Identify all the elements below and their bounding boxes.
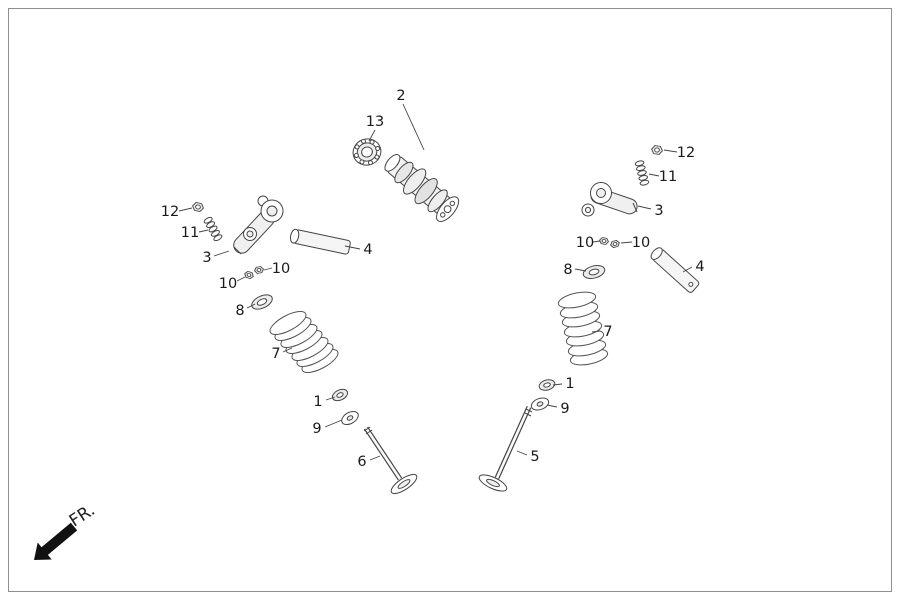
callout-leader-line [282, 347, 293, 353]
valve-cotter-right-drawing [530, 397, 550, 411]
part-label-12: 12 [161, 204, 179, 220]
callout-leader-line [637, 205, 652, 210]
callout-leader-line [591, 330, 601, 333]
callout-leader-line [663, 149, 678, 153]
part-label-9: 9 [560, 401, 569, 417]
adjuster-screw-right-drawing [634, 160, 650, 186]
part-label-3: 3 [202, 250, 211, 266]
rocker-arm-left-drawing [233, 195, 284, 255]
callout-leader-line [552, 383, 563, 386]
callout-leader-line [213, 250, 230, 257]
fr-marker: FR. [34, 500, 99, 560]
callout-leader-line [648, 173, 660, 177]
locknut-right-drawing [650, 145, 664, 155]
callout-leader-line [263, 267, 273, 271]
part-label-10: 10 [272, 261, 290, 277]
callout-leader-line [620, 241, 633, 244]
part-label-8: 8 [235, 303, 244, 319]
valve-spring-right-drawing [557, 291, 609, 366]
valve-spring-left-drawing [269, 311, 339, 373]
spring-seat-left-drawing [251, 294, 273, 310]
callout-leader-line [325, 396, 336, 401]
part-label-1: 1 [565, 376, 574, 392]
pivot-nut-right-b-drawing [610, 239, 620, 249]
part-label-2: 2 [396, 88, 405, 104]
part-label-4: 4 [363, 242, 372, 258]
part-label-5: 5 [530, 449, 539, 465]
intake-valve-drawing [363, 426, 418, 495]
part-label-7: 7 [603, 324, 612, 340]
part-label-12: 12 [677, 145, 695, 161]
callout-leader-line [246, 303, 256, 309]
pivot-nut-right-a-drawing [598, 237, 610, 245]
part-label-7: 7 [271, 346, 280, 362]
part-label-11: 11 [181, 225, 199, 241]
part-label-8: 8 [563, 262, 572, 278]
callout-leader-line [592, 240, 601, 243]
part-label-6: 6 [357, 454, 366, 470]
part-label-3: 3 [654, 203, 663, 219]
fr-arrow-icon [34, 522, 78, 560]
callout-leader-line [574, 268, 587, 272]
part-label-10: 10 [632, 235, 650, 251]
callout-leader-line [369, 455, 381, 461]
part-label-10: 10 [219, 276, 237, 292]
part-label-13: 13 [366, 114, 384, 130]
callout-leader-line [402, 103, 425, 151]
spring-retainer-right-drawing [538, 379, 556, 391]
part-label-1: 1 [313, 394, 322, 410]
callout-leader-line [236, 276, 246, 282]
adjuster-screw-left-drawing [203, 216, 223, 242]
camshaft-drawing [384, 154, 460, 222]
part-label-11: 11 [659, 169, 677, 185]
callout-leader-line [198, 229, 209, 233]
callout-leader-line [682, 266, 693, 273]
valve-cotter-left-drawing [341, 410, 359, 426]
exhaust-valve-drawing [478, 405, 533, 492]
callout-leader-line [344, 245, 361, 250]
pivot-nut-left-a-drawing [244, 270, 254, 280]
callout-leader-line [368, 129, 376, 142]
bearing-drawing [352, 138, 382, 166]
callout-leader-line [546, 404, 558, 408]
locknut-left-drawing [192, 201, 204, 213]
rocker-shaft-right-drawing [650, 247, 700, 293]
spring-seat-right-drawing [582, 265, 606, 279]
spring-retainer-left-drawing [331, 388, 349, 402]
rocker-shaft-left-drawing [289, 228, 351, 255]
page-border [8, 8, 892, 592]
callout-leader-line [178, 207, 193, 212]
part-label-4: 4 [695, 259, 704, 275]
callout-leader-line [324, 419, 343, 428]
part-label-9: 9 [312, 421, 321, 437]
rocker-arm-right-drawing [581, 182, 638, 217]
callout-leader-line [516, 450, 528, 456]
pivot-nut-left-b-drawing [253, 266, 265, 274]
part-label-10: 10 [576, 235, 594, 251]
